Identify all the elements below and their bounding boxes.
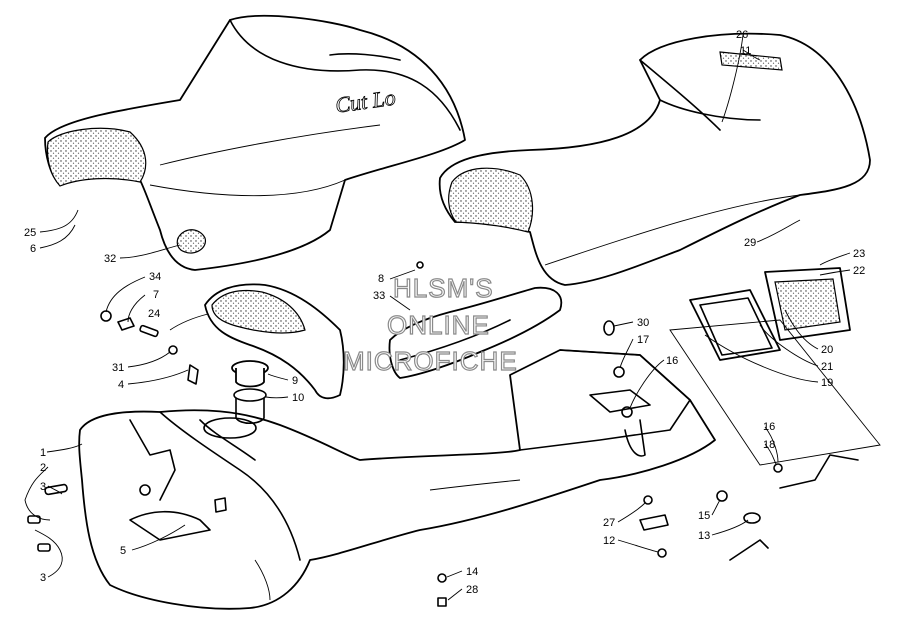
callout-15: 15 [698, 510, 710, 522]
callout-5: 5 [120, 545, 126, 557]
callout-33: 33 [373, 290, 385, 302]
callout-10: 10 [292, 392, 304, 404]
callout-labels: 25 6 32 34 7 24 31 4 9 10 8 33 26 11 29 … [24, 29, 865, 596]
callout-16-upper: 16 [666, 355, 678, 367]
callout-16-lower: 16 [763, 421, 775, 433]
callout-26: 26 [736, 29, 748, 41]
callout-34: 34 [149, 271, 161, 283]
callout-11: 11 [740, 45, 751, 57]
leader-lines [24, 34, 851, 601]
callout-3-upper: 3 [40, 481, 46, 493]
side-panel-24 [204, 283, 345, 400]
callout-8: 8 [378, 273, 384, 285]
side-panel-8-33 [388, 286, 563, 379]
fuel-cap-9-10 [231, 360, 269, 425]
callout-17: 17 [637, 334, 649, 346]
emblem-part-32 [176, 229, 207, 254]
callout-3-lower: 3 [40, 572, 46, 584]
seat-cushion-left: Cut Lo [44, 15, 466, 271]
callout-6: 6 [30, 243, 36, 255]
watermark-line-3: MICROFICHE [343, 346, 518, 376]
callout-13: 13 [698, 530, 710, 542]
callout-28: 28 [466, 584, 478, 596]
callout-25: 25 [24, 227, 36, 239]
watermark: HLSM'S ONLINE MICROFICHE [342, 272, 518, 376]
callout-22: 22 [853, 265, 865, 277]
seat-cushion-right [438, 32, 871, 286]
callout-24: 24 [148, 308, 160, 320]
main-chassis-1 [78, 349, 716, 610]
callout-21: 21 [821, 361, 833, 373]
callout-30: 30 [637, 317, 649, 329]
callout-31: 31 [112, 362, 124, 374]
callout-20: 20 [821, 344, 833, 356]
callout-18: 18 [763, 439, 775, 451]
callout-9: 9 [292, 375, 298, 387]
callout-23: 23 [853, 248, 865, 260]
tail-light-assembly [669, 267, 881, 466]
callout-1: 1 [40, 447, 46, 459]
callout-7: 7 [153, 289, 159, 301]
watermark-line-1: HLSM'S [393, 273, 494, 303]
callout-27: 27 [603, 517, 615, 529]
callout-12: 12 [603, 535, 615, 547]
hardware-parts [27, 261, 859, 607]
callout-2: 2 [40, 462, 46, 474]
callout-19: 19 [821, 377, 833, 389]
callout-14: 14 [466, 566, 478, 578]
watermark-line-2: ONLINE [387, 310, 490, 340]
callout-4: 4 [118, 379, 124, 391]
callout-29: 29 [744, 237, 756, 249]
callout-32: 32 [104, 253, 116, 265]
